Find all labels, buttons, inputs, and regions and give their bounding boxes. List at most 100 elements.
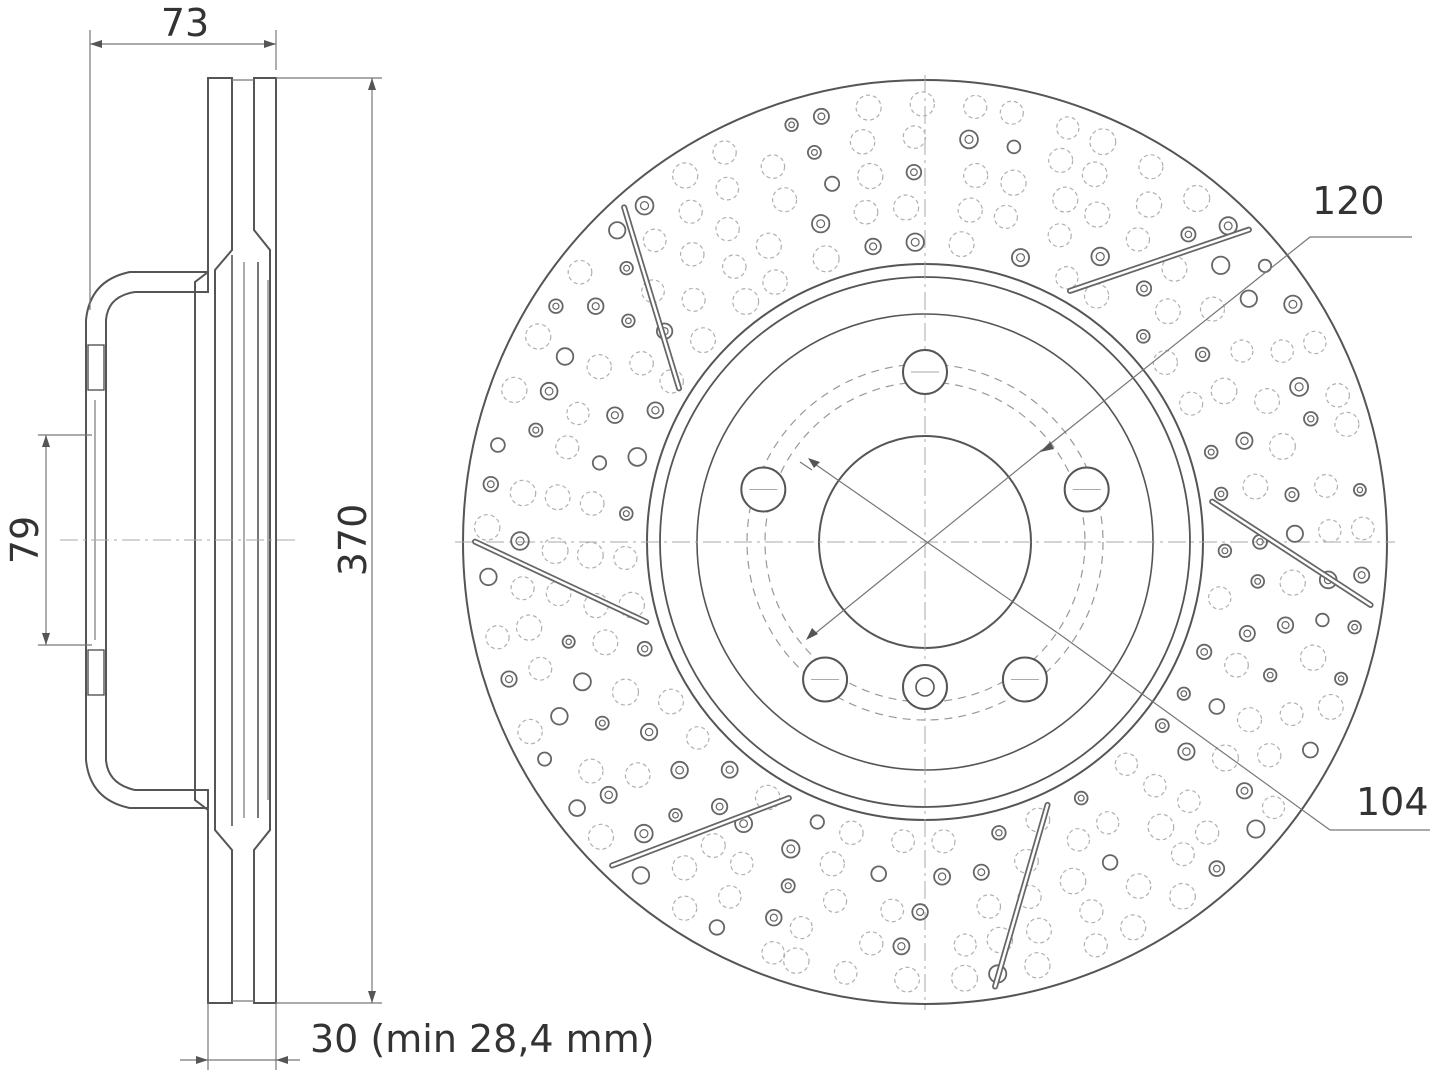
cooling-hole [1125, 873, 1152, 899]
cooling-hole [517, 718, 543, 745]
cooling-hole [1270, 339, 1294, 363]
cooling-hole [824, 175, 841, 192]
cooling-hole [1006, 139, 1022, 155]
slots [472, 204, 1374, 990]
cooling-hole [902, 125, 927, 149]
cooling-hole [812, 245, 840, 273]
cooling-hole [1208, 860, 1226, 877]
cooling-hole-inner [651, 406, 660, 415]
cooling-hole-inner [817, 112, 826, 121]
cooling-hole-inner [641, 645, 649, 653]
cooling-hole-inner [725, 765, 734, 774]
cooling-hole [576, 541, 604, 569]
cooling-hole [819, 851, 845, 877]
cooling-hole-inner [486, 480, 495, 489]
cooling-hole [608, 221, 627, 240]
cooling-hole [1353, 482, 1367, 497]
cooling-hole-inner [622, 510, 630, 518]
cooling-hole [1025, 807, 1051, 833]
cooling-hole [659, 368, 684, 394]
cooling-hole [525, 323, 552, 350]
cooling-hole [760, 154, 786, 179]
cooling-hole-inner [1158, 722, 1166, 730]
cooling-hole-inner [532, 426, 540, 434]
cooling-hole [587, 823, 615, 850]
cooling-hole [1169, 882, 1196, 910]
cooling-hole [1048, 147, 1074, 173]
cooling-hole [1302, 741, 1319, 759]
cooling-hole [1114, 752, 1139, 777]
cooling-hole [986, 926, 1014, 954]
cooling-hole [1066, 828, 1091, 852]
cooling-hole [1199, 296, 1226, 322]
cooling-hole [1177, 742, 1196, 761]
cooling-hole [1262, 667, 1278, 683]
cooling-hole [634, 823, 654, 844]
hub-width-label: 73 [161, 1, 209, 45]
cooling-hole-inner [625, 317, 632, 325]
cooling-hole [1289, 376, 1309, 397]
cooling-hole-inner [675, 765, 684, 775]
cooling-hole [765, 909, 783, 927]
cooling-hole [809, 814, 825, 830]
cooling-hole [685, 726, 710, 750]
thickness-label: 30 (min 28,4 mm) [310, 1017, 655, 1061]
cooling-hole-inner [977, 868, 986, 877]
cooling-hole [715, 216, 740, 242]
cooling-hole-inner [552, 302, 560, 310]
cooling-hole [550, 707, 569, 726]
cooling-hole-inner [1337, 675, 1345, 683]
cooling-hole [1083, 933, 1108, 958]
cooling-hole [1235, 431, 1254, 450]
cooling-hole [708, 919, 726, 936]
dimension-pcd: 120 [1039, 179, 1412, 453]
cooling-hole [717, 885, 742, 909]
cooling-hole [1095, 811, 1120, 835]
cooling-hole [905, 163, 923, 181]
cooling-hole [606, 406, 624, 424]
cooling-hole [991, 825, 1007, 841]
cooling-hole-inner [1095, 251, 1105, 262]
cooling-hole-inner [1288, 299, 1298, 309]
cooling-hole-inner [816, 219, 826, 229]
cooling-hole [905, 232, 925, 252]
cooling-hole [1317, 693, 1344, 720]
cooling-hole [681, 287, 706, 312]
cooling-hole [1257, 258, 1273, 273]
cooling-hole [1177, 789, 1201, 814]
cooling-hole [1325, 382, 1350, 408]
cooling-hole [710, 797, 729, 816]
cooling-hole-inner [915, 907, 925, 917]
cooling-hole-inner [1184, 230, 1193, 239]
cooling-hole [1334, 671, 1349, 686]
cooling-hole [1318, 519, 1342, 543]
cooling-hole [951, 964, 979, 992]
cooling-hole [963, 94, 988, 120]
cooling-hole [761, 940, 785, 965]
slot-inner [1068, 228, 1251, 293]
cooling-hole [1261, 795, 1286, 820]
cooling-hole [721, 254, 747, 279]
cooling-hole [870, 865, 887, 883]
cooling-hole [993, 204, 1019, 229]
cooling-hole-inner [610, 411, 620, 420]
cooling-hole [849, 129, 876, 155]
cooling-hole [629, 350, 654, 376]
cooling-hole [642, 228, 667, 253]
cooling-hole [578, 758, 604, 784]
cooling-hole [729, 851, 754, 876]
dimension-hub-width: 73 [89, 1, 277, 310]
cooling-hole [1279, 569, 1306, 596]
cooling-hole [634, 195, 655, 216]
bore-label: 104 [1356, 780, 1429, 824]
cooling-hole [812, 107, 830, 125]
cooling-hole [1055, 266, 1079, 290]
cooling-hole [671, 855, 698, 881]
cooling-hole [999, 100, 1024, 125]
cooling-hole [1236, 707, 1263, 733]
cooling-hole [485, 625, 510, 650]
dimension-disc-diameter: 370 [276, 77, 382, 1004]
cooling-hole [479, 567, 498, 587]
cooling-hole [732, 288, 760, 316]
cooling-hole [782, 947, 810, 974]
